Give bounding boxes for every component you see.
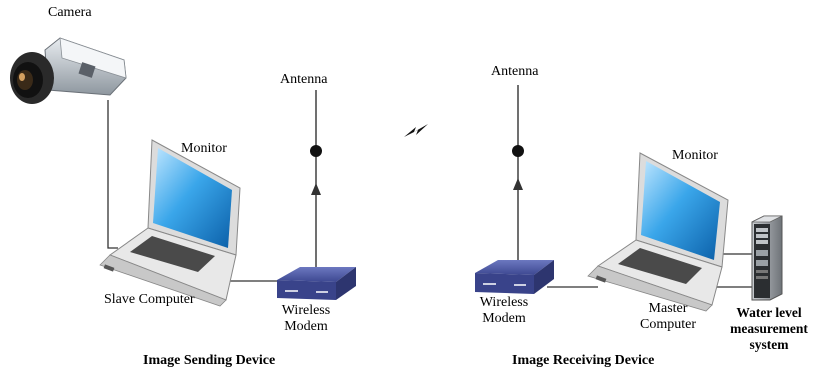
slave-computer-label: Slave Computer — [104, 292, 195, 307]
left-wireless-modem-label-line2: Modem — [284, 319, 328, 334]
master-computer-label-line2: Computer — [640, 317, 696, 332]
image-sending-device-label: Image Sending Device — [143, 353, 276, 368]
server-tower-icon — [751, 215, 783, 301]
camera-to-slave-line — [107, 100, 118, 249]
water-level-system-label-line1: Water level — [736, 305, 802, 320]
camera-label: Camera — [48, 5, 92, 20]
right-wireless-modem-label: Wireless Modem — [474, 295, 534, 327]
water-level-system-label-line3: system — [749, 337, 789, 352]
water-level-system-label-line2: measurement — [730, 321, 808, 336]
camera-icon — [10, 37, 127, 104]
slave-laptop-icon — [99, 139, 241, 307]
right-wireless-modem-label-line2: Modem — [482, 311, 526, 326]
left-monitor-label: Monitor — [181, 141, 227, 156]
right-antenna-label: Antenna — [491, 64, 539, 79]
master-computer-label: Master Computer — [632, 301, 704, 333]
image-receiving-device-label: Image Receiving Device — [512, 353, 655, 368]
left-wireless-modem-label-line1: Wireless — [281, 303, 331, 318]
water-level-system-label: Water level measurement system — [722, 305, 816, 353]
right-antenna-icon — [512, 85, 524, 262]
left-antenna-icon — [310, 90, 322, 270]
master-computer-label-line1: Master — [648, 301, 688, 316]
wireless-signal-icon — [404, 124, 428, 137]
right-wireless-modem-icon — [475, 260, 554, 294]
left-wireless-modem-icon — [277, 267, 356, 300]
right-wireless-modem-label-line1: Wireless — [479, 295, 529, 310]
left-wireless-modem-label: Wireless Modem — [276, 303, 336, 335]
left-antenna-label: Antenna — [280, 72, 328, 87]
right-monitor-label: Monitor — [672, 148, 718, 163]
master-laptop-icon — [587, 152, 729, 312]
